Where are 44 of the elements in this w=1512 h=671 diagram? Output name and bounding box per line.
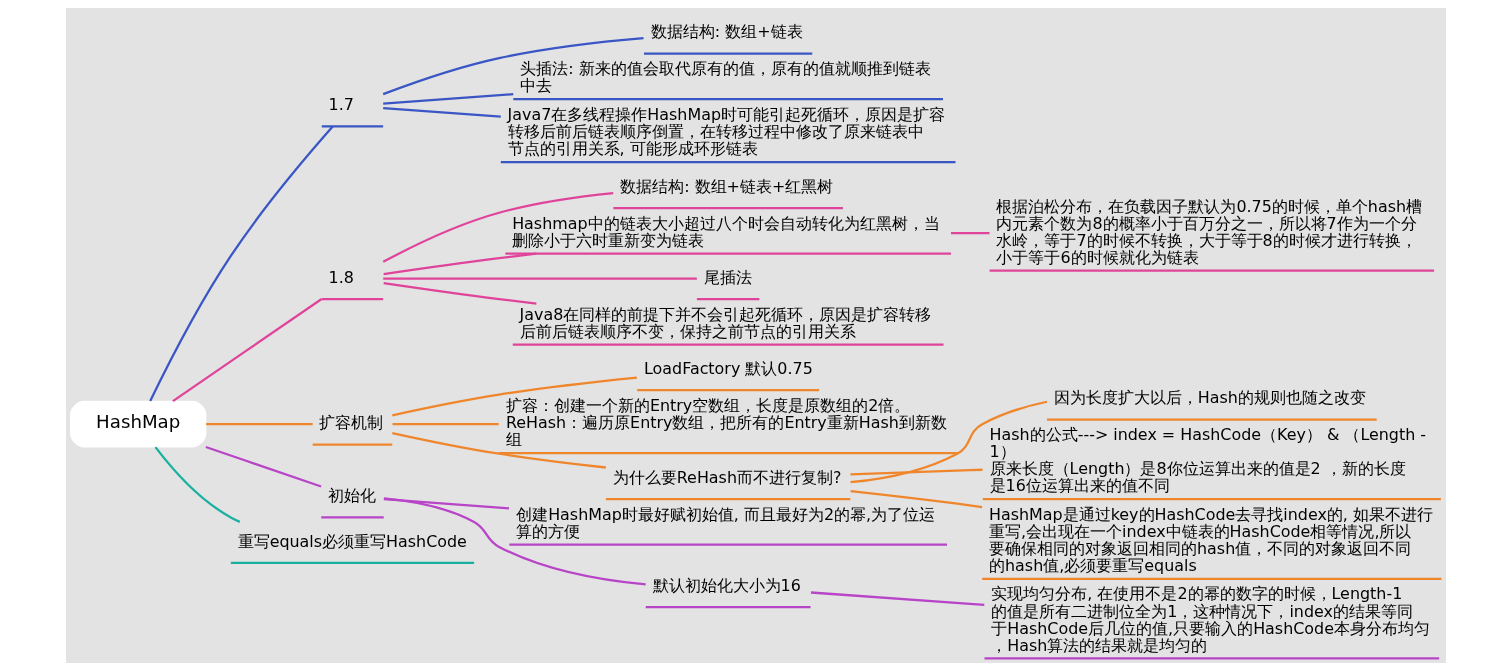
connector: [172, 298, 323, 403]
node-text: 因为长度扩大以后，Hash的规则也随之改变: [1053, 388, 1366, 408]
node-text: 尾插法: [703, 267, 752, 287]
connector: [950, 232, 990, 235]
node-text: 创建HashMap时最好赋初始值, 而且最好为2的幂,为了位运算的方便: [516, 504, 936, 541]
connector: [850, 490, 983, 509]
node-text: LoadFactory 默认0.75: [644, 358, 813, 378]
connector: [383, 106, 501, 118]
connector: [392, 431, 606, 469]
connector: [383, 497, 646, 586]
connector: [205, 445, 322, 488]
connector: [850, 468, 983, 476]
node-text: 数据结构: 数组+链表+红黑树: [620, 176, 834, 196]
connector: [383, 252, 537, 276]
node-text: Java7在多线程操作HashMap时可能引起死循环，原因是扩容转移后前后链表顺序倒置，在转移过程中修改了原来链表中节点的引用关系, 可能形成环形链表: [507, 105, 945, 159]
node-text: 默认初始化大小为16: [652, 575, 801, 595]
node-text: 扩容：创建一个新的Entry空数组，长度是原数组的2倍。 ReHash：遍历原Entry数组，把所有的Entry重新Hash到新数组: [505, 396, 947, 450]
connector: [383, 93, 514, 105]
node-text: 重写equals必须重写HashCode: [237, 531, 467, 551]
node-text: Java8在同样的前提下并不会引起死循环，原因是扩容转移后前后链表顺序不变，保持之前节点的引用关系: [519, 304, 932, 341]
connector: [810, 591, 985, 606]
node-text: HashMap是通过key的HashCode去寻找index的, 如果不进行重写,会出现在一个index中链表的HashCode相等情况,所以要确保相同的对象返回相同的hash值，不同的对象返回不同的hash值,必须要重写equals: [989, 504, 1433, 576]
connector: [206, 423, 313, 426]
node-text: 1.7: [328, 95, 354, 115]
connector: [149, 125, 334, 402]
connector: [382, 36, 644, 96]
connector: [383, 277, 697, 280]
connector: [382, 191, 614, 263]
connector: [383, 282, 537, 305]
node-text: Hash的公式---> index = HashCode（Key） & （Length - 1） 原来长度（Length）是8你位运算出来的值是2 ，新的长度是16位运算出来的值不同: [989, 425, 1427, 496]
connector: [850, 400, 1048, 484]
node-text: 实现均匀分布, 在使用不是2的幂的数字的时候，Length-1的值是所有二进制位全为1，这种情况下，index的结果等同于HashCode后几位的值,只要输入的HashCode本身分布均匀，Hash算法的结果就是均匀的: [991, 584, 1430, 655]
node-text: Hashmap中的链表大小超过八个时会自动转化为红黑树，当删除小于六时重新变为链表: [512, 213, 940, 250]
node-text: 扩容机制: [319, 413, 384, 433]
connector: [154, 446, 241, 523]
node-text: 数据结构: 数组+链表: [650, 22, 803, 42]
node-text: 初始化: [328, 486, 377, 506]
node-text: 头插法: 新来的值会取代原有的值，原有的值就顺推到链表中去: [520, 59, 931, 96]
node-text: 根据泊松分布，在负载因子默认为0.75的时候，单个hash槽内元素个数为8的概率小于百万分之一，所以将7作为一个分水岭，等于7的时候不转换，大于等于8的时候才进行转换，小于等于6的时候就化为链表: [996, 196, 1423, 267]
connector: [392, 423, 499, 426]
node-text: 为什么要ReHash而不进行复制?: [612, 467, 842, 487]
connector: [392, 376, 638, 417]
node-text: 1.8: [328, 267, 354, 287]
node-box: HashMap: [70, 400, 207, 448]
